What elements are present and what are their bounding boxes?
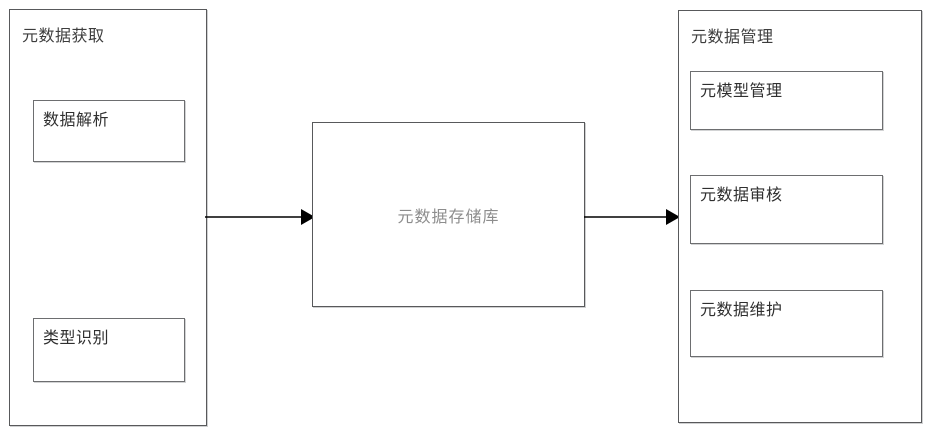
box-metadata-maintenance[interactable]: 元数据维护 xyxy=(690,290,883,357)
box-metadata-audit[interactable]: 元数据审核 xyxy=(690,175,883,244)
panel-title-acquisition: 元数据获取 xyxy=(22,26,105,45)
box-label-meta-model-management: 元模型管理 xyxy=(700,81,783,100)
box-label-data-parsing: 数据解析 xyxy=(43,110,110,129)
box-data-parsing[interactable]: 数据解析 xyxy=(33,100,185,162)
box-label-metadata-audit: 元数据审核 xyxy=(700,185,783,204)
box-meta-model-management[interactable]: 元模型管理 xyxy=(690,71,883,130)
box-label-metadata-maintenance: 元数据维护 xyxy=(700,300,783,319)
panel-title-management: 元数据管理 xyxy=(691,27,774,46)
panel-metadata-acquisition: 元数据获取 数据解析 类型识别 xyxy=(9,9,207,426)
box-label-metadata-repository: 元数据存储库 xyxy=(397,207,500,226)
box-label-type-identification: 类型识别 xyxy=(43,328,110,347)
arrow-acquisition-to-repository xyxy=(205,209,315,225)
box-type-identification[interactable]: 类型识别 xyxy=(33,318,185,382)
arrow-right-icon xyxy=(666,209,680,225)
arrow-repository-to-management xyxy=(584,209,680,225)
box-metadata-repository[interactable]: 元数据存储库 xyxy=(312,122,585,307)
arrow-right-icon xyxy=(301,209,315,225)
